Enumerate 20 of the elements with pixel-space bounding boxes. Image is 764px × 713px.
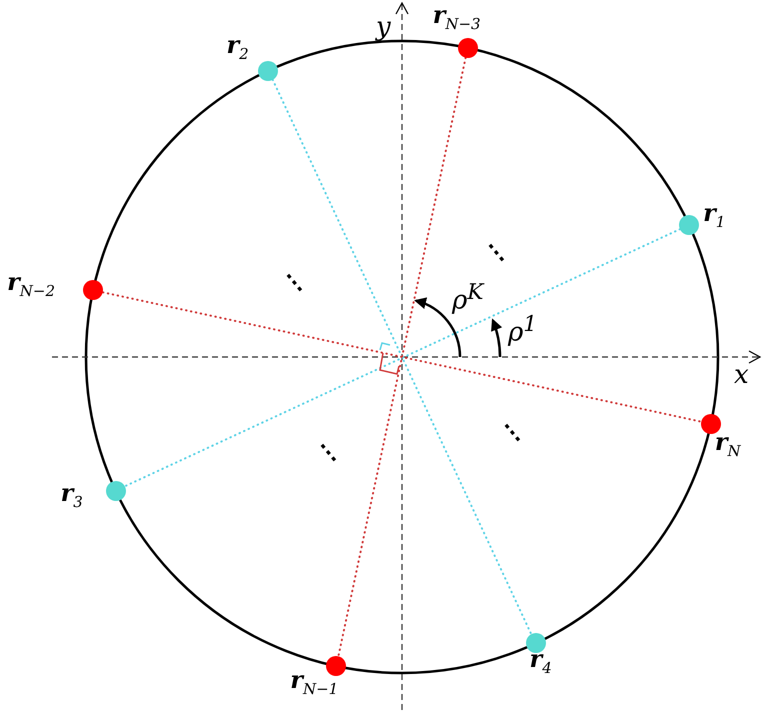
point-label: r$_{N−1}$ (290, 668, 338, 697)
ellipsis: ⋮ (311, 435, 345, 469)
dotted-line (337, 56, 467, 658)
angle-label: ρ$^{K}$ (452, 282, 484, 314)
point-label: r$_{N−2}$ (7, 270, 56, 300)
point-label: r$_{3}$ (60, 480, 83, 510)
axis-label: y (376, 14, 391, 40)
dotted-line (102, 291, 702, 423)
angle-label: ρ$^{1}$ (508, 314, 538, 346)
ellipsis: ⋮ (479, 235, 513, 269)
dotted-line (124, 228, 682, 488)
point-label: r$_{2}$ (226, 32, 249, 62)
point-label: r$_{N−3}$ (432, 2, 481, 32)
point-label: r$_{N}$ (714, 430, 741, 459)
ellipsis: ⋮ (495, 415, 529, 449)
point-label: r$_{1}$ (703, 200, 726, 230)
axis-label: x (734, 362, 749, 388)
point-label: r$_{4}$ (530, 647, 552, 676)
ellipsis: ⋮ (277, 265, 311, 299)
dotted-line (272, 78, 532, 636)
